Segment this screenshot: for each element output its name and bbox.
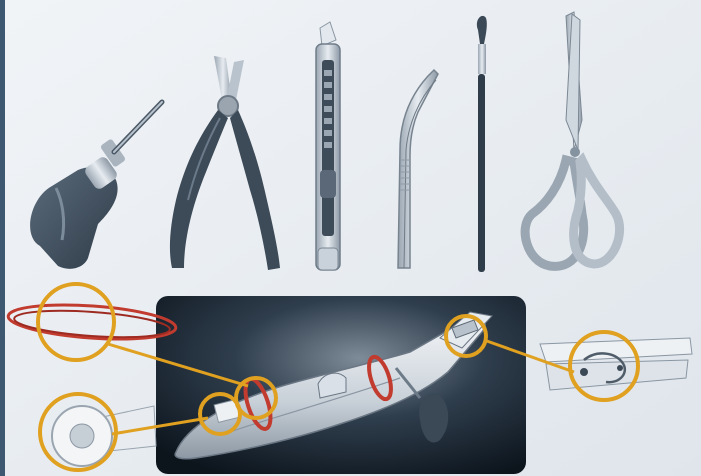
hobby-knife-icon — [316, 22, 340, 270]
left-edge-strip — [0, 0, 5, 476]
model-assembly-panel — [156, 296, 526, 474]
